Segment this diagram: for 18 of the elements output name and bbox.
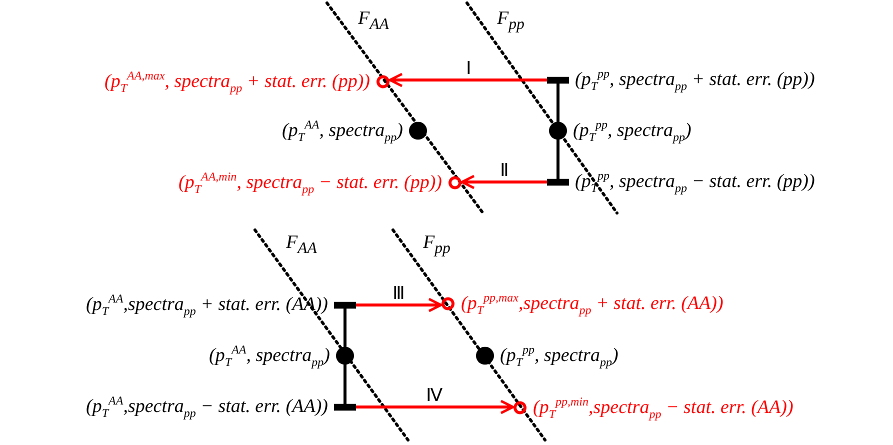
arrow	[460, 174, 547, 190]
coordinate-label: (p$_{T}$$^{pp,min}$,spectra$_{pp}$ − stat. err. (AA))	[533, 394, 794, 422]
coordinate-label: (p$_{T}$$^{pp}$, spectra$_{pp}$ + stat. err. (pp))	[575, 66, 815, 94]
arrow	[356, 400, 514, 414]
coordinate-label: (p$_{T}$$^{AA}$, spectra$_{pp}$)	[282, 118, 403, 144]
coordinate-label: (p$_{T}$$^{AA}$, spectra$_{pp}$)	[209, 342, 330, 370]
line-label: F$_{AA}$	[358, 8, 389, 34]
coordinate-label: (p$_{T}$$^{pp}$, spectra$_{pp}$)	[500, 342, 618, 370]
coordinate-label: (p$_{T}$$^{pp}$, spectra$_{pp}$)	[573, 118, 692, 144]
coordinate-label: (p$_{T}$$^{AA,max}$, spectra$_{pp}$ + stat. err. (pp))	[104, 68, 370, 96]
coordinate-label: (p$_{T}$$^{AA}$,spectra$_{pp}$ − stat. err. (AA))	[86, 394, 328, 420]
coordinate-label: (p$_{T}$$^{AA,min}$, spectra$_{pp}$ − stat. err. (pp))	[178, 170, 442, 196]
line-label: F$_{AA}$	[286, 232, 317, 258]
line-label: F$_{pp}$	[497, 8, 524, 34]
arrow	[356, 298, 442, 312]
line-label: F$_{pp}$	[423, 232, 450, 258]
coordinate-label: (p$_{T}$$^{pp,max}$,spectra$_{pp}$ + stat. err. (AA))	[461, 290, 724, 318]
arrow	[388, 72, 547, 88]
